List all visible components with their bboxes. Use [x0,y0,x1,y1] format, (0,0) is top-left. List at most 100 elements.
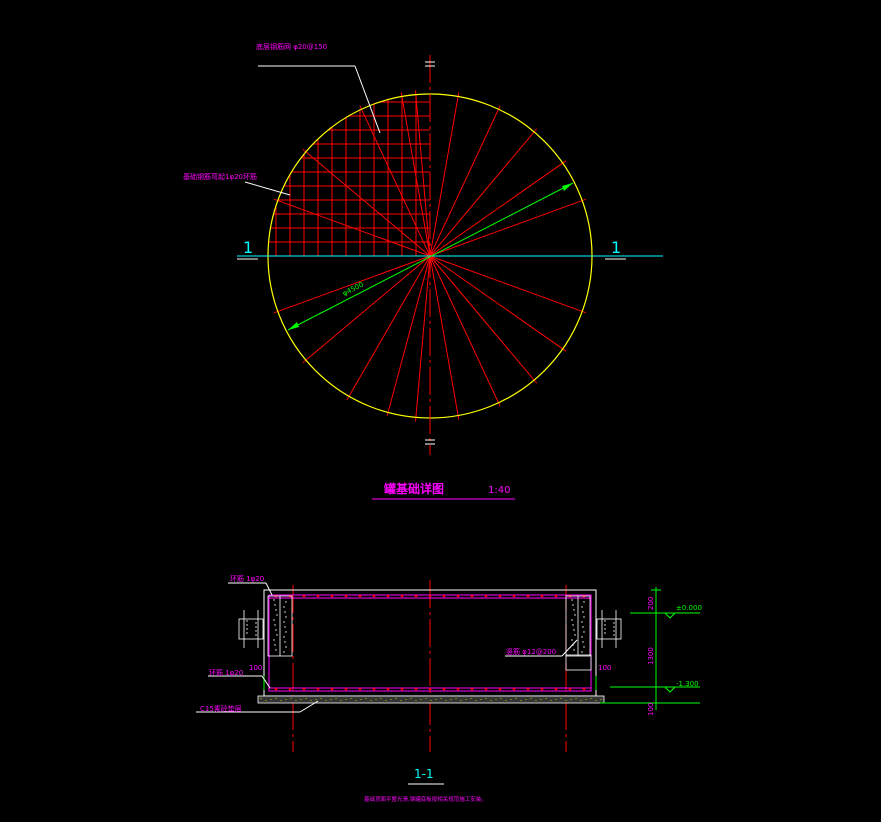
cushion-speck [585,698,587,701]
cushion-speck [475,699,477,702]
dimension-arrow [288,322,299,330]
anchor-speck [275,609,277,611]
rebar-dot-bottom [484,687,488,691]
cushion-speck [370,699,372,702]
rebar-dot-bottom [274,687,278,691]
radial-bar [429,255,501,407]
diameter-label: φ4500 [341,280,365,297]
cushion-speck [465,698,467,701]
radial-bar [429,255,567,352]
rebar-dot-top [512,594,516,598]
section-view: 200 1300 100 ±0.000 -1.300 100 100 环筋 1φ… [196,574,702,803]
radial-bar [302,255,431,364]
radial-bar [386,255,431,417]
rebar-dot-top [414,594,418,598]
anchor-speck [571,619,573,621]
rebar-dot-top [470,594,474,598]
rebar-dot-top [330,594,334,598]
plan-scale: 1:40 [488,485,510,496]
cushion-speck [510,698,512,701]
rebar-dot-bottom [400,687,404,691]
cushion-speck [260,697,262,700]
radial-bar [429,105,501,257]
anchor-speck [283,651,285,653]
radial-bar [346,255,431,401]
rebar-dot-top [372,594,376,598]
rebar-dot-top [484,594,488,598]
rebar-dot-bottom [358,687,362,691]
rebar-dot-top [400,594,404,598]
radial-bar [415,90,431,257]
anchor-speck [285,646,287,648]
cushion-speck [325,699,327,702]
anchor-speck [255,622,257,624]
cushion-speck [430,699,432,702]
anchor-speck [285,631,287,633]
cushion-speck [350,697,352,700]
radial-bar [429,198,587,257]
bottom-ring-label: 环筋 1φ20 [209,668,243,677]
cushion-speck [375,698,377,701]
cushion-speck [565,699,567,702]
cushion-speck [280,699,282,702]
section-mark-right: 1 [611,238,621,257]
cushion-speck [550,699,552,702]
cushion-speck [385,699,387,702]
anchor-speck [613,630,615,632]
rebar-dot-bottom [302,687,306,691]
anchor-speck [255,630,257,632]
anchor-speck [613,622,615,624]
top-ring-label: 环筋 1φ20 [230,574,264,583]
anchor-speck [285,616,287,618]
rebar-dot-bottom [554,687,558,691]
diameter-dimension-line [287,182,574,331]
radial-bar [415,255,431,422]
anchor-speck [285,601,287,603]
anchor-speck [284,611,286,613]
leader-line [299,700,319,713]
cushion-speck [355,699,357,702]
cushion-speck [545,697,547,700]
anchor-speck [574,614,576,616]
radial-bar [429,255,587,314]
cushion-speck [340,699,342,702]
elevation-bottom: -1.300 [676,680,699,688]
cushion-speck [535,699,537,702]
rebar-dot-bottom [582,687,586,691]
anchor-speck [273,619,275,621]
radial-bar [359,105,431,257]
ring-bar-label: 基础钢筋弯起1φ20环筋 [183,172,257,181]
anchor-speck [255,626,257,628]
anchor-speck [604,620,606,622]
anchor-speck [572,604,574,606]
rebar-dot-bottom [540,687,544,691]
radial-rebars [273,90,587,422]
cushion-speck [310,699,312,702]
rebar-dots [274,594,586,691]
rebar-dot-bottom [568,687,572,691]
cushion-speck [600,698,602,701]
cushion-speck [440,697,442,700]
cushion-speck [455,697,457,700]
anchor-speck [581,606,583,608]
rebar-dot-top [526,594,530,598]
anchor-speck [581,651,583,653]
anchor-speck [276,614,278,616]
radial-bar [273,255,431,314]
section-note: 基础顶面平整光滑,钢罐底板按相关规范施工安装。 [364,795,487,803]
rebar-dot-bottom [316,687,320,691]
bottom-mesh-label: 底层钢筋网 φ20@150 [256,42,327,51]
anchor-speck [613,626,615,628]
cushion-speck [560,697,562,700]
anchor-speck [274,624,276,626]
dim-top: 200 [647,597,655,610]
anchor-speck [275,649,277,651]
rebar-dot-bottom [456,687,460,691]
cushion-speck [555,698,557,701]
cushion-speck [285,698,287,701]
anchor-speck [284,641,286,643]
cushion-speck [570,698,572,701]
rebar-dot-top [540,594,544,598]
cushion-speck [275,697,277,700]
